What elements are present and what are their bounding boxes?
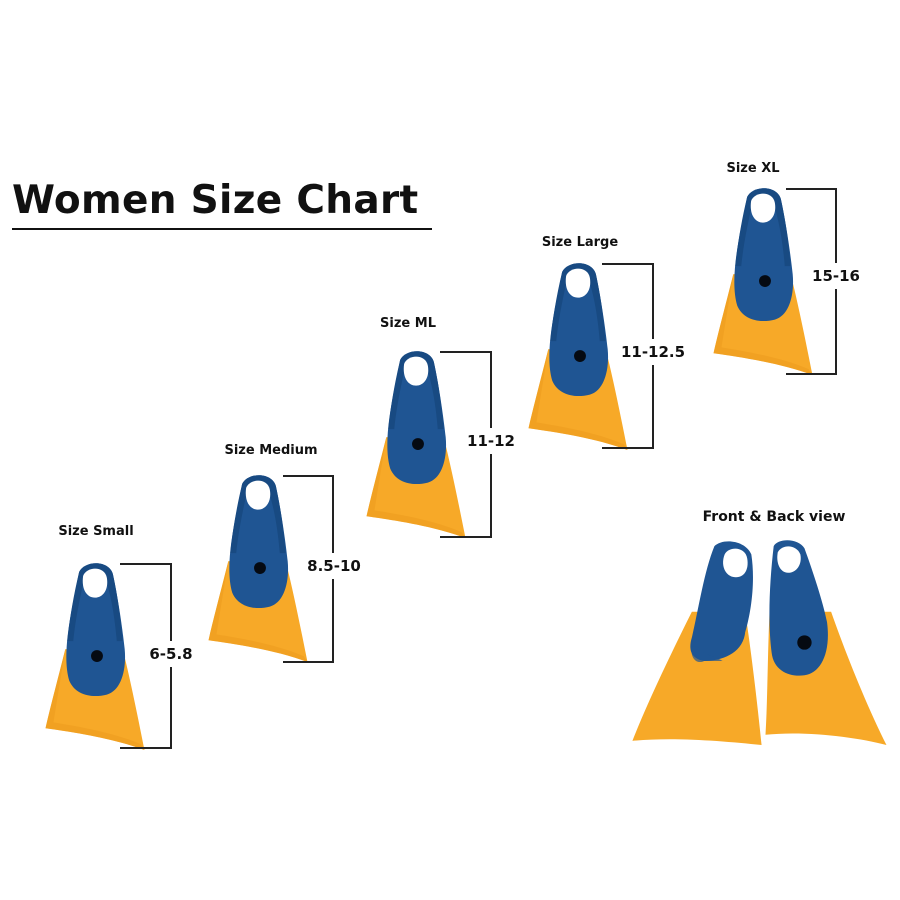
size-label-large: Size Large — [541, 235, 619, 250]
size-range-xl: 15-16 — [812, 263, 860, 289]
size-range-small: 6-5.8 — [149, 641, 193, 667]
size-label-small: Size Small — [58, 524, 134, 539]
size-label-xl: Size XL — [726, 161, 780, 176]
size-range-ml: 11-12 — [467, 428, 515, 454]
title-underline — [12, 228, 432, 230]
size-range-large: 11-12.5 — [620, 339, 686, 365]
size-range-medium: 8.5-10 — [307, 553, 361, 579]
fin-image-back — [765, 540, 887, 745]
size-label-medium: Size Medium — [224, 443, 318, 458]
fin-image-front — [632, 541, 762, 745]
front-back-label: Front & Back view — [702, 509, 846, 525]
page-title: Women Size Chart — [12, 178, 419, 223]
size-label-ml: Size ML — [380, 316, 436, 331]
